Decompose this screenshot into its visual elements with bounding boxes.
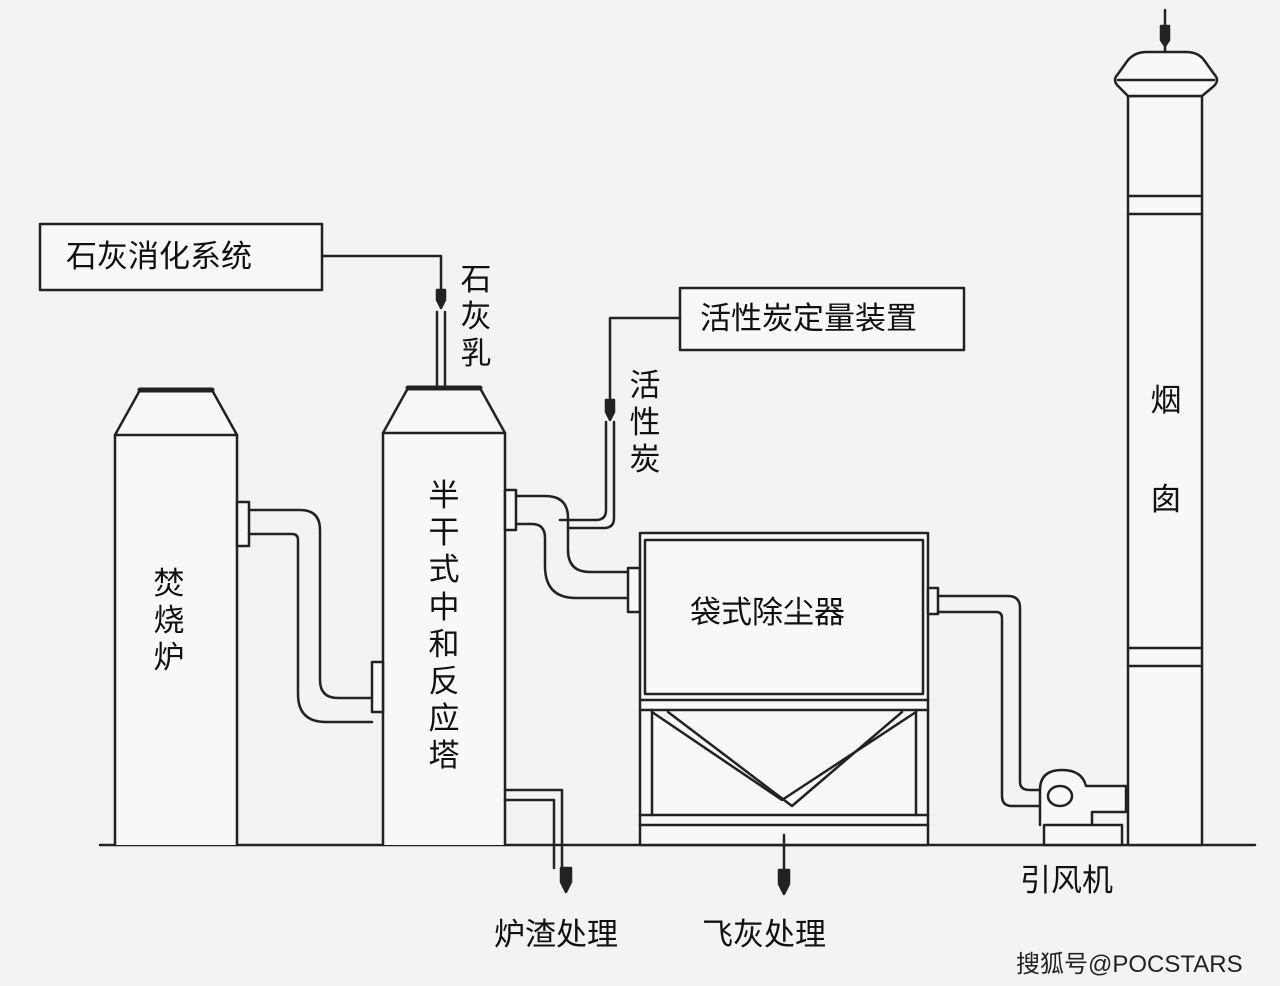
fan-base: [1042, 823, 1124, 847]
carbon-feed-nozzle: [604, 398, 616, 422]
filter-outlet-flange: [926, 586, 940, 616]
tower-to-filter-pipe-upper: [514, 494, 630, 574]
chimney-cap: [1113, 50, 1219, 98]
lime-slaking-system-label: 石灰消化系统: [66, 239, 252, 275]
carbon-injection-pipe-outer: [566, 420, 616, 530]
incinerator-to-tower-pipe-lower: [247, 532, 374, 724]
slag-treatment-label: 炉渣处理: [494, 917, 618, 953]
slag-pipe-inner: [503, 798, 556, 870]
filter-inlet-flange: [626, 566, 642, 614]
bag-filter-chamber: [643, 538, 925, 696]
tower-to-filter-pipe-lower: [514, 522, 630, 600]
incinerator-outlet-flange: [235, 500, 251, 548]
incinerator-to-tower-pipe: [247, 508, 374, 700]
watermark: 搜狐号@POCSTARS: [1016, 951, 1243, 978]
carbon-feed-line: [608, 316, 682, 402]
carbon-injection-pipe: [558, 420, 608, 522]
bag-filter-label: 袋式除尘器: [690, 595, 845, 631]
bag-filter-outer: [638, 531, 930, 847]
chimney-label: 烟囱: [1150, 383, 1182, 519]
reaction-tower-label: 半干式中和反应塔: [428, 478, 460, 775]
slag-pipe: [503, 788, 564, 870]
fly-ash-treatment-label: 飞灰处理: [702, 917, 826, 953]
carbon-dosing-box: [678, 286, 966, 352]
lime-feed-nozzle: [435, 288, 447, 310]
fly-ash-nozzle: [777, 868, 791, 896]
lime-feed-line: [320, 254, 443, 292]
bag-filter-truss-a: [650, 710, 918, 802]
carbon-dosing-device-label: 活性炭定量装置: [700, 301, 917, 337]
chimney-body: [1126, 94, 1204, 847]
bag-filter-truss-b: [666, 710, 904, 808]
fan-housing: [1038, 768, 1128, 827]
chimney-smoke-arrow: [1159, 24, 1171, 48]
filter-to-fan-pipe-lower: [936, 610, 1052, 808]
tower-outlet-flange: [503, 488, 518, 532]
fan-rotor: [1046, 784, 1074, 808]
filter-to-fan-pipe-upper: [936, 594, 1052, 792]
activated-carbon-label: 活性炭: [629, 368, 661, 479]
slag-nozzle: [559, 866, 573, 894]
induced-fan-label: 引风机: [1020, 863, 1113, 899]
lime-milk-label: 石灰乳: [460, 262, 492, 373]
tower-inlet-flange: [370, 660, 385, 714]
incinerator-label: 焚烧炉: [153, 566, 185, 677]
incinerator-to-tower-pipe-inner: [249, 538, 372, 718]
